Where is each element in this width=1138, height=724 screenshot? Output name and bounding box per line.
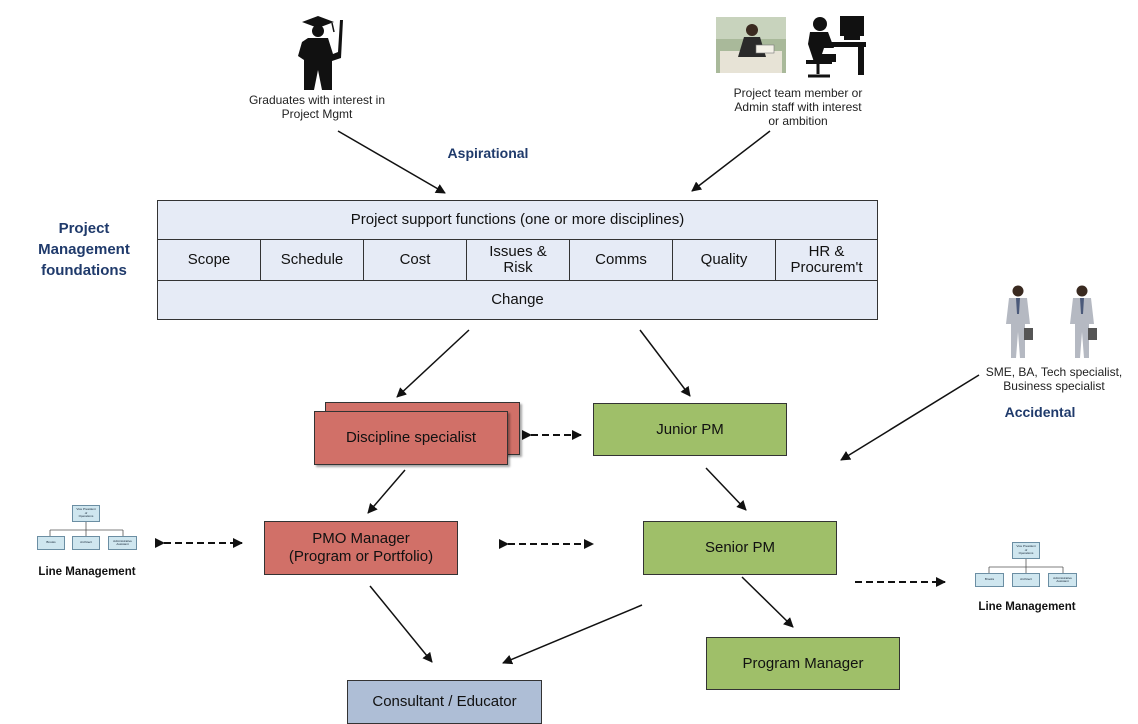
graduates-caption-line: Project Mgmt [281, 107, 353, 121]
org-chart-top-box: Vice President of Operations [1012, 542, 1040, 559]
org-box-text: Vice President [76, 507, 96, 512]
org-box-text: of [1024, 547, 1028, 552]
pmo-manager-label: (Program or Portfolio) [288, 548, 434, 565]
computer-user-icon [806, 16, 866, 78]
senior-pm-node: Senior PM [643, 521, 837, 575]
accidental-caption-line: SME, BA, Tech specialist, [985, 365, 1123, 379]
line-management-label-left: Line Management [38, 566, 136, 578]
office-worker-photo-icon [716, 17, 786, 73]
discipline-cell: Quality [673, 240, 776, 280]
discipline-cell: HR & Procurem't [776, 240, 877, 280]
org-box-text: Brooks [984, 577, 995, 582]
discipline-label: Risk [503, 259, 533, 276]
foundations-label: Project Management foundations [14, 218, 154, 281]
org-chart-child-box: Administrative Assistant [1048, 573, 1077, 587]
discipline-cell: Scope [158, 240, 261, 280]
foundations-label-line: foundations [41, 262, 127, 279]
org-box-text: Architect [1020, 577, 1032, 582]
org-box-text: Brooks [46, 540, 56, 545]
discipline-label: Schedule [280, 251, 344, 268]
foundations-label-line: Management [38, 241, 130, 258]
org-box-text: Administrative [1053, 575, 1072, 580]
org-chart-child-box: Brooks [975, 573, 1004, 587]
org-box-text: of [84, 510, 88, 515]
pmo-manager-label: PMO Manager [312, 530, 410, 547]
org-box-text: Operations [1018, 551, 1034, 556]
org-chart-child-box: Architect [1012, 573, 1040, 587]
org-chart-lines [49, 522, 124, 536]
arrow-team-member-to-foundations [691, 130, 771, 192]
arrow-graduates-to-foundations [337, 130, 446, 194]
discipline-label: Cost [399, 251, 431, 268]
discipline-label: Procurem't [790, 259, 863, 276]
arrow-specialist-to-pmo [367, 469, 406, 514]
program-manager-node: Program Manager [706, 637, 900, 690]
change-row: Change [158, 280, 877, 319]
org-box-text: Administrative [113, 538, 132, 543]
discipline-label: HR & [808, 243, 845, 260]
discipline-label: Comms [595, 251, 647, 268]
arrow-accidental-to-pm-track [840, 374, 980, 461]
team-member-caption: Project team member or Admin staff with … [730, 86, 866, 128]
org-box-text: Architect [80, 540, 92, 545]
team-member-caption-line: or ambition [768, 114, 828, 128]
org-box-text: Operations [78, 514, 94, 519]
arrow-junior-to-senior-pm [705, 467, 747, 511]
accidental-caption: SME, BA, Tech specialist, Business speci… [976, 365, 1132, 393]
consultant-educator-node: Consultant / Educator [347, 680, 542, 724]
aspirational-heading: Aspirational [447, 145, 529, 161]
foundations-panel: Project support functions (one or more d… [157, 200, 878, 320]
team-member-caption-line: Admin staff with interest [734, 100, 862, 114]
discipline-cell: Schedule [261, 240, 364, 280]
discipline-cell: Comms [570, 240, 673, 280]
accidental-heading: Accidental [1004, 404, 1076, 420]
org-chart-top-box: Vice President of Operations [72, 505, 100, 522]
line-management-label-right: Line Management [978, 601, 1076, 613]
discipline-label: Issues & [489, 243, 547, 260]
foundations-label-line: Project [58, 220, 110, 237]
arrow-foundations-to-junior-pm [639, 329, 691, 397]
org-box-text: Vice President [1016, 544, 1036, 549]
pmo-manager-node: PMO Manager (Program or Portfolio) [264, 521, 458, 575]
discipline-cell: Cost [364, 240, 467, 280]
graduate-icon [298, 16, 343, 90]
businessman-icon [1070, 285, 1097, 358]
discipline-label: Scope [187, 251, 231, 268]
org-chart-right: Vice President of Operations Brooks Arch… [972, 539, 1080, 589]
discipline-label: Quality [700, 251, 748, 268]
graduates-caption-line: Graduates with interest in [248, 93, 386, 107]
support-functions-header: Project support functions (one or more d… [158, 201, 877, 240]
org-chart-lines [988, 559, 1064, 573]
org-box-text: Assistant [116, 542, 129, 546]
graduates-caption: Graduates with interest in Project Mgmt [232, 93, 402, 121]
org-chart-left: Vice President of Operations Brooks Arch… [34, 502, 139, 552]
junior-pm-node: Junior PM [593, 403, 787, 456]
team-member-caption-line: Project team member or [733, 86, 863, 100]
discipline-specialist-node: Discipline specialist [314, 411, 508, 465]
org-chart-child-box: Brooks [37, 536, 65, 550]
org-box-text: Assistant [1056, 579, 1069, 583]
arrow-senior-to-program-manager [741, 576, 794, 628]
arrow-senior-to-consultant [502, 604, 643, 665]
org-chart-child-box: Administrative Assistant [108, 536, 137, 550]
arrow-pmo-to-consultant [369, 585, 433, 663]
discipline-cell: Issues & Risk [467, 240, 570, 280]
arrow-foundations-to-specialist [396, 329, 470, 398]
businessman-icon [1006, 285, 1033, 358]
org-chart-child-box: Architect [72, 536, 100, 550]
accidental-caption-line: Business specialist [1003, 379, 1105, 393]
